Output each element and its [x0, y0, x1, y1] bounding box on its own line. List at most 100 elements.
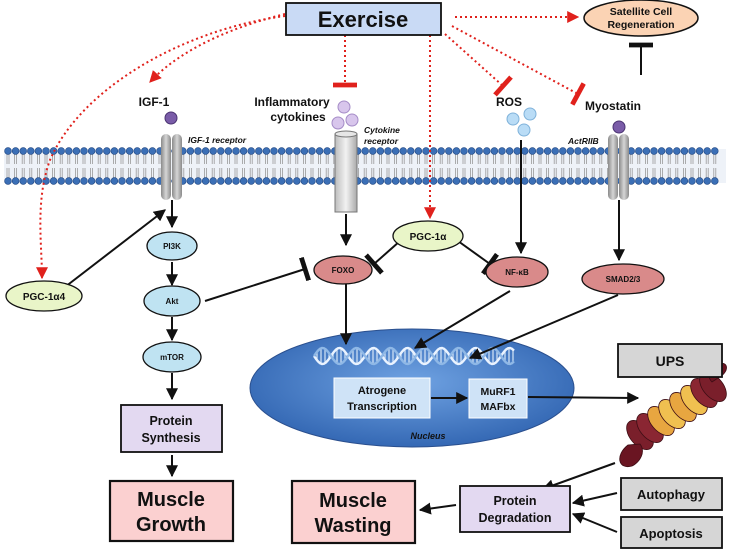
lipid-head [118, 177, 126, 185]
lipid-head [483, 177, 491, 185]
lipid-head [399, 147, 407, 155]
mtor-node [142, 341, 202, 373]
lipid-head [445, 147, 453, 155]
lipid-head [315, 177, 324, 185]
igf1-receptor [161, 134, 182, 200]
lipid-head [65, 147, 73, 155]
muscle-wasting-line2: Wasting [314, 515, 391, 537]
lipid-head [49, 177, 58, 185]
lipid-head [521, 147, 529, 155]
lipid-head [665, 177, 673, 185]
lipid-head [209, 147, 217, 155]
lipid-head [194, 177, 202, 185]
exercise-box [285, 2, 442, 36]
atrogene-line1: Atrogene [358, 385, 406, 397]
muscle-growth-box [108, 479, 235, 543]
lipid-head [65, 177, 73, 185]
lipid-head [87, 177, 96, 185]
igf1-receptor-label: IGF-1 receptor [188, 135, 247, 145]
lipid-head [42, 147, 50, 155]
foxo-node [313, 255, 373, 285]
lipid-head [399, 177, 407, 185]
pi3k-node [146, 231, 198, 261]
lipid-head [483, 147, 491, 155]
lipid-head [657, 177, 666, 185]
lipid-head [87, 147, 96, 155]
lipid-head [4, 177, 12, 185]
protein-degradation-box [459, 485, 571, 533]
lipid-head [414, 177, 423, 185]
lipid-head [255, 147, 263, 155]
foxo-label: FOXO [332, 266, 355, 275]
lipid-head [308, 177, 316, 185]
lipid-head [460, 147, 468, 155]
lipid-head [285, 177, 293, 185]
lipid-head [445, 177, 453, 185]
lipid-head [528, 177, 537, 185]
lipid-head [581, 147, 590, 155]
lipid-head [27, 177, 35, 185]
lipid-head [361, 147, 369, 155]
lipid-head [589, 147, 597, 155]
protein-degradation-line2: Degradation [479, 511, 552, 525]
lipid-head [239, 177, 248, 185]
smad-node [581, 263, 665, 295]
lipid-head [315, 147, 324, 155]
lipid-head [467, 177, 476, 185]
lipid-head [543, 177, 552, 185]
lipid-head [407, 177, 415, 185]
lipid-head [505, 177, 514, 185]
murf1-mafbx-box [468, 378, 528, 419]
lipid-head [711, 147, 719, 155]
atrogene-line2: Transcription [347, 401, 417, 413]
lipid-head [262, 177, 271, 185]
lipid-head [635, 147, 643, 155]
lipid-head [650, 177, 658, 185]
mafbx-label: MAFbx [481, 401, 516, 413]
lipid-head [566, 177, 575, 185]
lipid-head [72, 177, 81, 185]
cytokine-ligands [331, 100, 359, 130]
myostatin-label: Myostatin [585, 99, 641, 113]
atrogene-transcription-box [333, 377, 431, 419]
ros-molecules [506, 107, 537, 137]
protein-synthesis-line2: Synthesis [141, 431, 200, 445]
lipid-head [498, 147, 506, 155]
lipid-head [125, 177, 134, 185]
apoptosis-box [620, 516, 723, 549]
lipid-head [429, 147, 438, 155]
lipid-head [688, 177, 696, 185]
lipid-head [19, 177, 27, 185]
lipid-head [308, 147, 316, 155]
lipid-head [566, 147, 575, 155]
lipid-head [300, 177, 309, 185]
lipid-head [574, 177, 582, 185]
lipid-head [194, 147, 202, 155]
lipid-head [589, 177, 597, 185]
murf1-label: MuRF1 [481, 386, 516, 398]
pgc1a-label: PGC-1α [410, 232, 448, 243]
lipid-head [262, 147, 271, 155]
lipid-head [498, 177, 506, 185]
actriib-label: ActRIIB [567, 136, 599, 146]
lipid-head [452, 147, 461, 155]
lipid-head [429, 177, 438, 185]
lipid-head [323, 177, 331, 185]
lipid-head [293, 147, 301, 155]
apoptosis-label: Apoptosis [639, 526, 703, 541]
satellite-label-line2: Regeneration [607, 19, 674, 31]
igf1-label: IGF-1 [139, 95, 170, 109]
lipid-head [650, 147, 658, 155]
lipid-head [224, 147, 233, 155]
lipid-head [141, 147, 149, 155]
lipid-head [186, 177, 195, 185]
pgc1a4-node [5, 280, 83, 312]
lipid-head [407, 147, 415, 155]
lipid-head [80, 147, 88, 155]
lipid-head [559, 177, 567, 185]
igf1-ligand [164, 111, 178, 125]
lipid-head [376, 147, 385, 155]
lipid-head [57, 177, 65, 185]
lipid-head [285, 147, 293, 155]
